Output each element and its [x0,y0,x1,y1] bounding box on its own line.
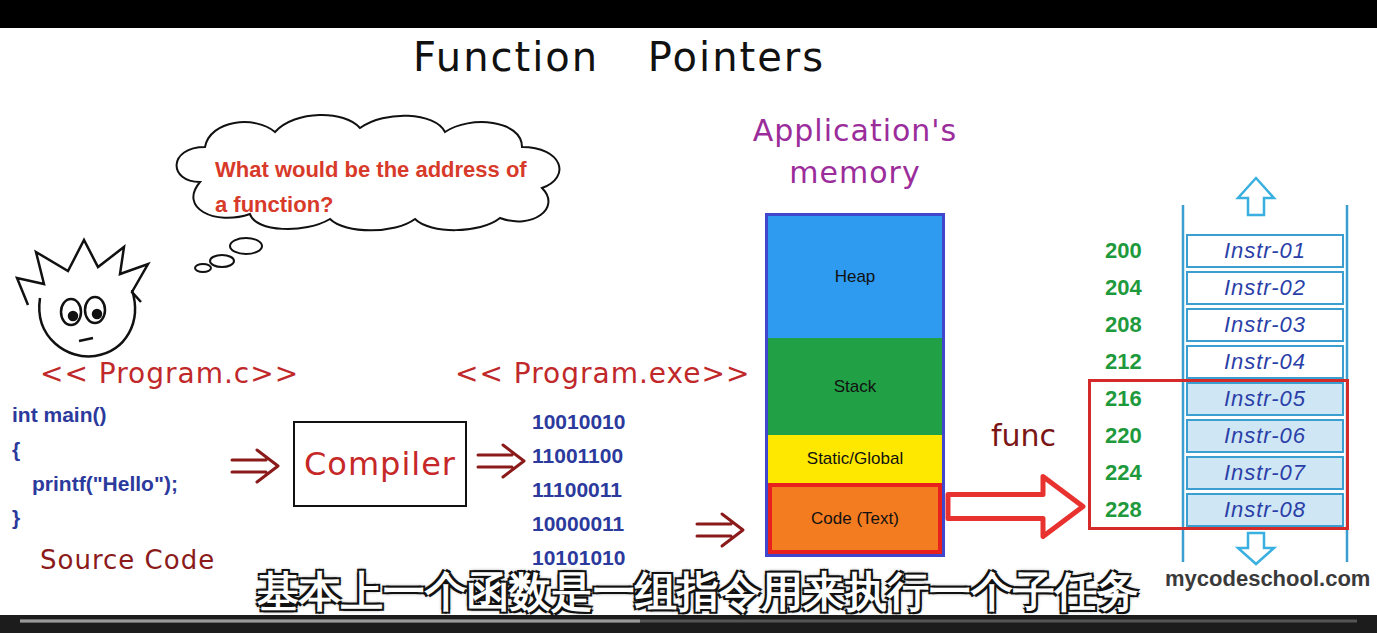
box-text: Instr-08 [1224,497,1306,523]
instruction-cell: Instr-04 [1186,345,1344,379]
box-text: Compiler [304,445,456,483]
instruction-cell: Instr-08 [1186,493,1344,527]
subtitle: 基本上一个函数是一组指令用来执行一个子任务 [228,568,1168,616]
address-number: 200 [1105,238,1142,263]
box-text: Instr-07 [1224,460,1306,486]
box-text: Instr-03 [1224,312,1306,338]
function-box: funcInstr-05Instr-06Instr-07Instr-08 [1088,379,1349,530]
address-number: 208 [1105,312,1142,337]
progress-bar [20,620,640,623]
instruction-cell: Instr-02 [1186,271,1344,305]
text-label: 11001100 [532,444,623,468]
address-number: 212 [1105,349,1142,374]
box-text: Stack [834,377,877,397]
cloud-shape [177,115,560,230]
text-label: printf("Hello"); [32,472,178,496]
thought-text: What would be the address of a function? [215,152,540,222]
memory-segment: Stack [768,338,942,435]
instruction-cell: Instr-07 [1186,456,1344,490]
text-label: 11100011 [532,478,622,502]
cartoon-face [17,240,148,356]
address-number: 216 [1105,386,1142,411]
box-text: Static/Global [807,449,903,469]
text-label: { [12,438,20,462]
text-label: 10010010 [532,410,625,434]
instruction-cell: Instr-05 [1186,382,1344,416]
memory-segment: Heap [768,216,942,338]
watermark: mycodeschool.com [1165,566,1370,591]
box-text: Instr-02 [1224,275,1306,301]
title: Function Pointers [413,34,825,80]
address-number: 228 [1105,497,1142,522]
memory-segment: Code (Text) [768,483,942,554]
text-label: << Program.c>> [40,358,299,390]
box-text: Instr-01 [1224,238,1306,264]
instruction-cell: Instr-03 [1186,308,1344,342]
thought-cloud: What would be the address of a function? [160,112,580,232]
up-arrow [1238,178,1274,215]
box-text: Instr-06 [1224,423,1306,449]
progress-track [20,620,1357,623]
bottom-bar [0,615,1377,633]
box-text: Code (Text) [811,509,899,529]
instruction-cell: Instr-06 [1186,419,1344,453]
block-arrow [948,477,1083,537]
text-label: Source Code [40,546,215,576]
memory-segment: Static/Global [768,435,942,483]
memory-block: Application's memoryHeapStackStatic/Glob… [765,213,945,557]
top-bar [0,0,1377,28]
down-arrow [1238,533,1274,564]
box-text: Instr-05 [1224,386,1306,412]
thought-bubbles [195,238,262,272]
text-label: << Program.exe>> [455,358,750,390]
function-label: func [991,418,1056,453]
address-number: 204 [1105,275,1142,300]
box-text: Heap [835,267,876,287]
text-label: int main() [12,403,107,427]
text-label: 10000011 [532,512,624,536]
memory-column [1183,205,1347,562]
compiler-box: Compiler [293,421,467,507]
text-label: } [12,506,20,530]
instruction-cell: Instr-01 [1186,234,1344,268]
memory-heading: Application's memory [726,110,984,194]
text-label: 10101010 [532,546,625,570]
address-number: 224 [1105,460,1142,485]
address-number: 220 [1105,423,1142,448]
box-text: Instr-04 [1224,349,1306,375]
